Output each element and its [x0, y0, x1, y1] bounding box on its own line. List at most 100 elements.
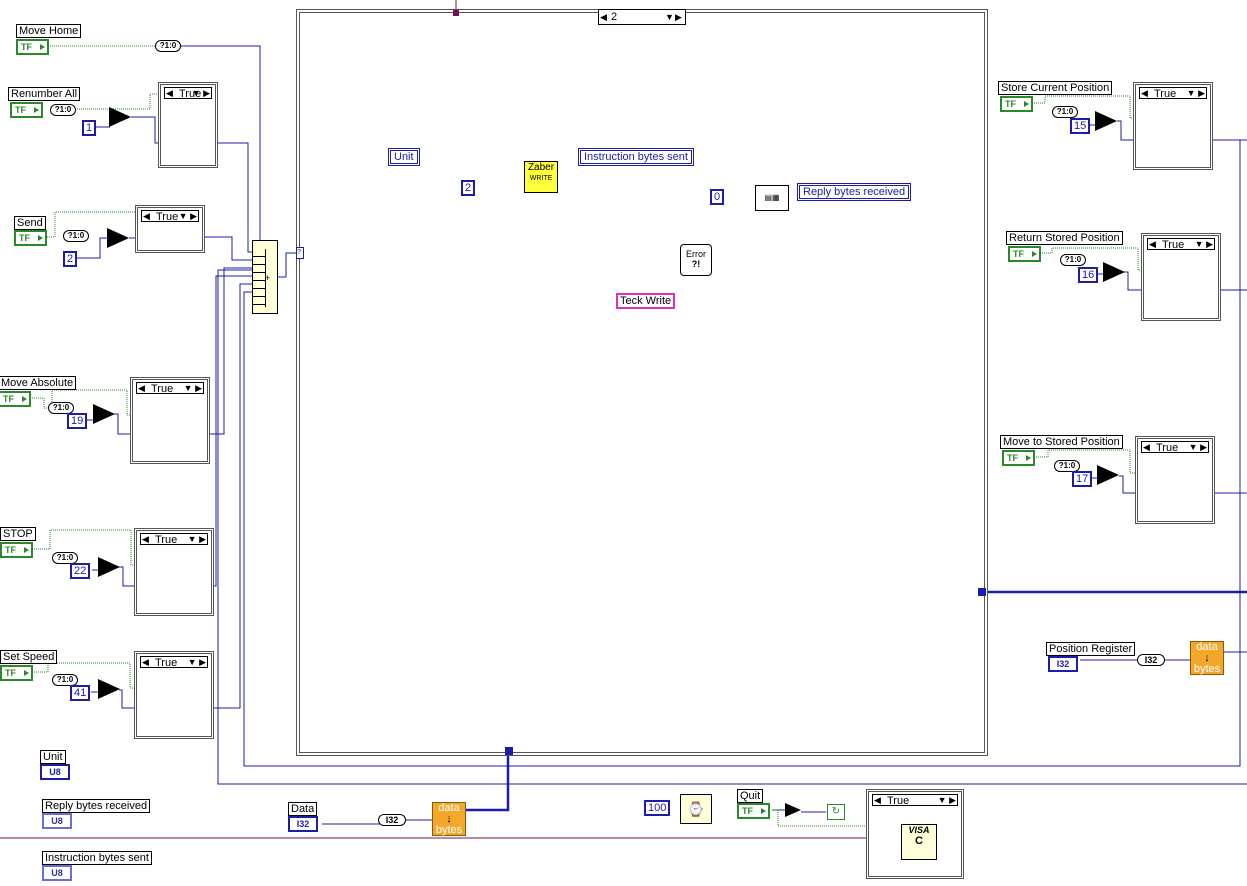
send-control[interactable]: TF [14, 230, 47, 246]
zaber-write-vi[interactable]: Zaber WRITE [524, 161, 558, 193]
unit-label: Unit [40, 750, 66, 764]
send-add-node[interactable] [107, 228, 129, 248]
return-add-node[interactable] [1103, 262, 1125, 282]
move-home-control[interactable]: TF [16, 39, 49, 55]
position-data-bytes-arrow: ↓ [1204, 652, 1210, 664]
case-tunnel-question: ? [296, 247, 304, 259]
move-to-stored-bool-to-int[interactable]: ?1:0 [1054, 460, 1080, 472]
stop-label: STOP [0, 527, 36, 541]
stop-bool-to-int[interactable]: ?1:0 [52, 552, 78, 564]
instruction-bytes-indicator-terminal[interactable]: U8 [42, 865, 72, 881]
send-constant[interactable]: 2 [63, 251, 78, 267]
teck-write-string[interactable]: Teck Write [616, 293, 676, 309]
array-builder-icon[interactable]: ▤▦ [755, 185, 789, 211]
move-absolute-constant[interactable]: 19 [67, 413, 88, 429]
wait-ms-constant[interactable]: 100 [644, 800, 671, 816]
store-add-node[interactable] [1095, 111, 1117, 131]
selector-right-arrow-icon[interactable]: ▶ [675, 12, 682, 22]
main-case-selector[interactable]: ◀ 2 ▼ ▶ [598, 9, 686, 25]
visa-close-icon[interactable]: VISA C [901, 824, 937, 860]
inner-constant-2[interactable]: 2 [461, 180, 476, 196]
move-to-stored-case[interactable]: True [1135, 436, 1215, 524]
stop-case-selector[interactable]: True [140, 533, 208, 546]
data-to-i32[interactable]: I32 [378, 814, 406, 826]
move-home-label: Move Home [16, 24, 82, 38]
store-current-label: Store Current Position [998, 81, 1113, 95]
set-speed-case[interactable]: True [134, 651, 214, 739]
move-to-stored-case-selector[interactable]: True [1141, 441, 1209, 454]
reply-bytes-indicator-terminal[interactable]: U8 [42, 813, 72, 829]
reply-bytes-label: Reply bytes received [42, 799, 151, 813]
inner-constant-0[interactable]: 0 [710, 189, 725, 205]
not-node[interactable] [785, 803, 801, 817]
instruction-bytes-label: Instruction bytes sent [42, 851, 152, 865]
set-speed-control[interactable]: TF [0, 665, 33, 681]
data-bytes-arrow: ↓ [446, 813, 452, 825]
store-bool-to-int[interactable]: ?1:0 [1052, 106, 1078, 118]
visa-c-label: C [915, 835, 923, 847]
return-bool-to-int[interactable]: ?1:0 [1060, 254, 1086, 266]
send-case[interactable]: True [135, 205, 205, 253]
main-case-structure[interactable] [296, 9, 988, 756]
return-stored-label: Return Stored Position [1006, 231, 1123, 245]
store-constant[interactable]: 15 [1070, 118, 1091, 134]
zaber-top-label: Zaber [527, 162, 555, 173]
position-register-control[interactable]: I32 [1048, 656, 1078, 672]
renumber-constant[interactable]: 1 [82, 120, 97, 136]
position-data-bytes-top: data [1196, 641, 1218, 653]
renumber-bool-to-int[interactable]: ?1:0 [50, 104, 76, 116]
stop-loop-terminal-icon[interactable]: ↻ [827, 804, 845, 820]
stop-add-node[interactable] [98, 557, 120, 577]
send-label: Send [14, 216, 46, 230]
position-data-bytes-node[interactable]: data ↓ bytes [1190, 641, 1224, 675]
quit-control[interactable]: TF [737, 803, 770, 819]
set-speed-bool-to-int[interactable]: ?1:0 [52, 674, 78, 686]
build-array-node[interactable]: + [252, 240, 278, 314]
return-case[interactable]: True [1141, 233, 1221, 321]
set-speed-case-selector[interactable]: True [140, 656, 208, 669]
move-absolute-case[interactable]: True [130, 377, 210, 464]
return-stored-control[interactable]: TF [1008, 246, 1041, 262]
stop-case[interactable]: True [134, 528, 214, 616]
selector-left-arrow-icon[interactable]: ◀ [600, 12, 607, 22]
move-to-stored-constant[interactable]: 17 [1072, 471, 1093, 487]
send-case-selector[interactable]: True [141, 210, 199, 223]
unit-terminal[interactable]: Unit [388, 148, 420, 166]
move-to-stored-control[interactable]: TF [1002, 450, 1035, 466]
set-speed-constant[interactable]: 41 [70, 685, 91, 701]
set-speed-add-node[interactable] [98, 679, 120, 699]
send-bool-to-int[interactable]: ?1:0 [63, 230, 89, 242]
store-case[interactable]: True [1133, 82, 1213, 170]
position-register-to-i32[interactable]: I32 [1137, 654, 1165, 666]
reply-bytes-indicator[interactable]: Reply bytes received [797, 183, 912, 201]
unit-control[interactable]: U8 [40, 764, 70, 780]
error-label: Error [686, 249, 706, 259]
renumber-case[interactable]: True [158, 82, 218, 168]
move-absolute-case-selector[interactable]: True [136, 382, 204, 395]
quit-case-selector[interactable]: True [872, 794, 958, 807]
return-case-selector[interactable]: True [1147, 238, 1215, 251]
wait-timer-icon[interactable]: ⌚ [680, 794, 712, 824]
selector-dropdown-icon[interactable]: ▼ [665, 12, 674, 22]
renumber-add-node[interactable] [109, 107, 131, 127]
data-bytes-node[interactable]: data ↓ bytes [432, 802, 466, 836]
data-control[interactable]: I32 [288, 816, 318, 832]
quit-case[interactable]: True VISA C [866, 789, 964, 879]
error-handler-icon[interactable]: Error ?! [680, 244, 712, 276]
stop-constant[interactable]: 22 [70, 563, 91, 579]
renumber-all-control[interactable]: TF [10, 102, 43, 118]
move-home-bool-to-int[interactable]: ?1:0 [155, 40, 181, 52]
return-constant[interactable]: 16 [1078, 267, 1099, 283]
move-absolute-add-node[interactable] [93, 404, 115, 424]
stop-control[interactable]: TF [0, 542, 33, 558]
build-plus: + [265, 273, 271, 283]
position-register-label: Position Register [1046, 642, 1136, 656]
store-current-control[interactable]: TF [1000, 96, 1033, 112]
store-case-selector[interactable]: True [1139, 87, 1207, 100]
move-absolute-control[interactable]: TF [0, 391, 31, 407]
move-absolute-bool-to-int[interactable]: ?1:0 [48, 402, 74, 414]
move-to-stored-add-node[interactable] [1097, 465, 1119, 485]
renumber-case-selector[interactable]: True [164, 87, 212, 100]
position-data-bytes-bottom: bytes [1193, 663, 1221, 675]
instruction-bytes-indicator[interactable]: Instruction bytes sent [578, 148, 694, 166]
